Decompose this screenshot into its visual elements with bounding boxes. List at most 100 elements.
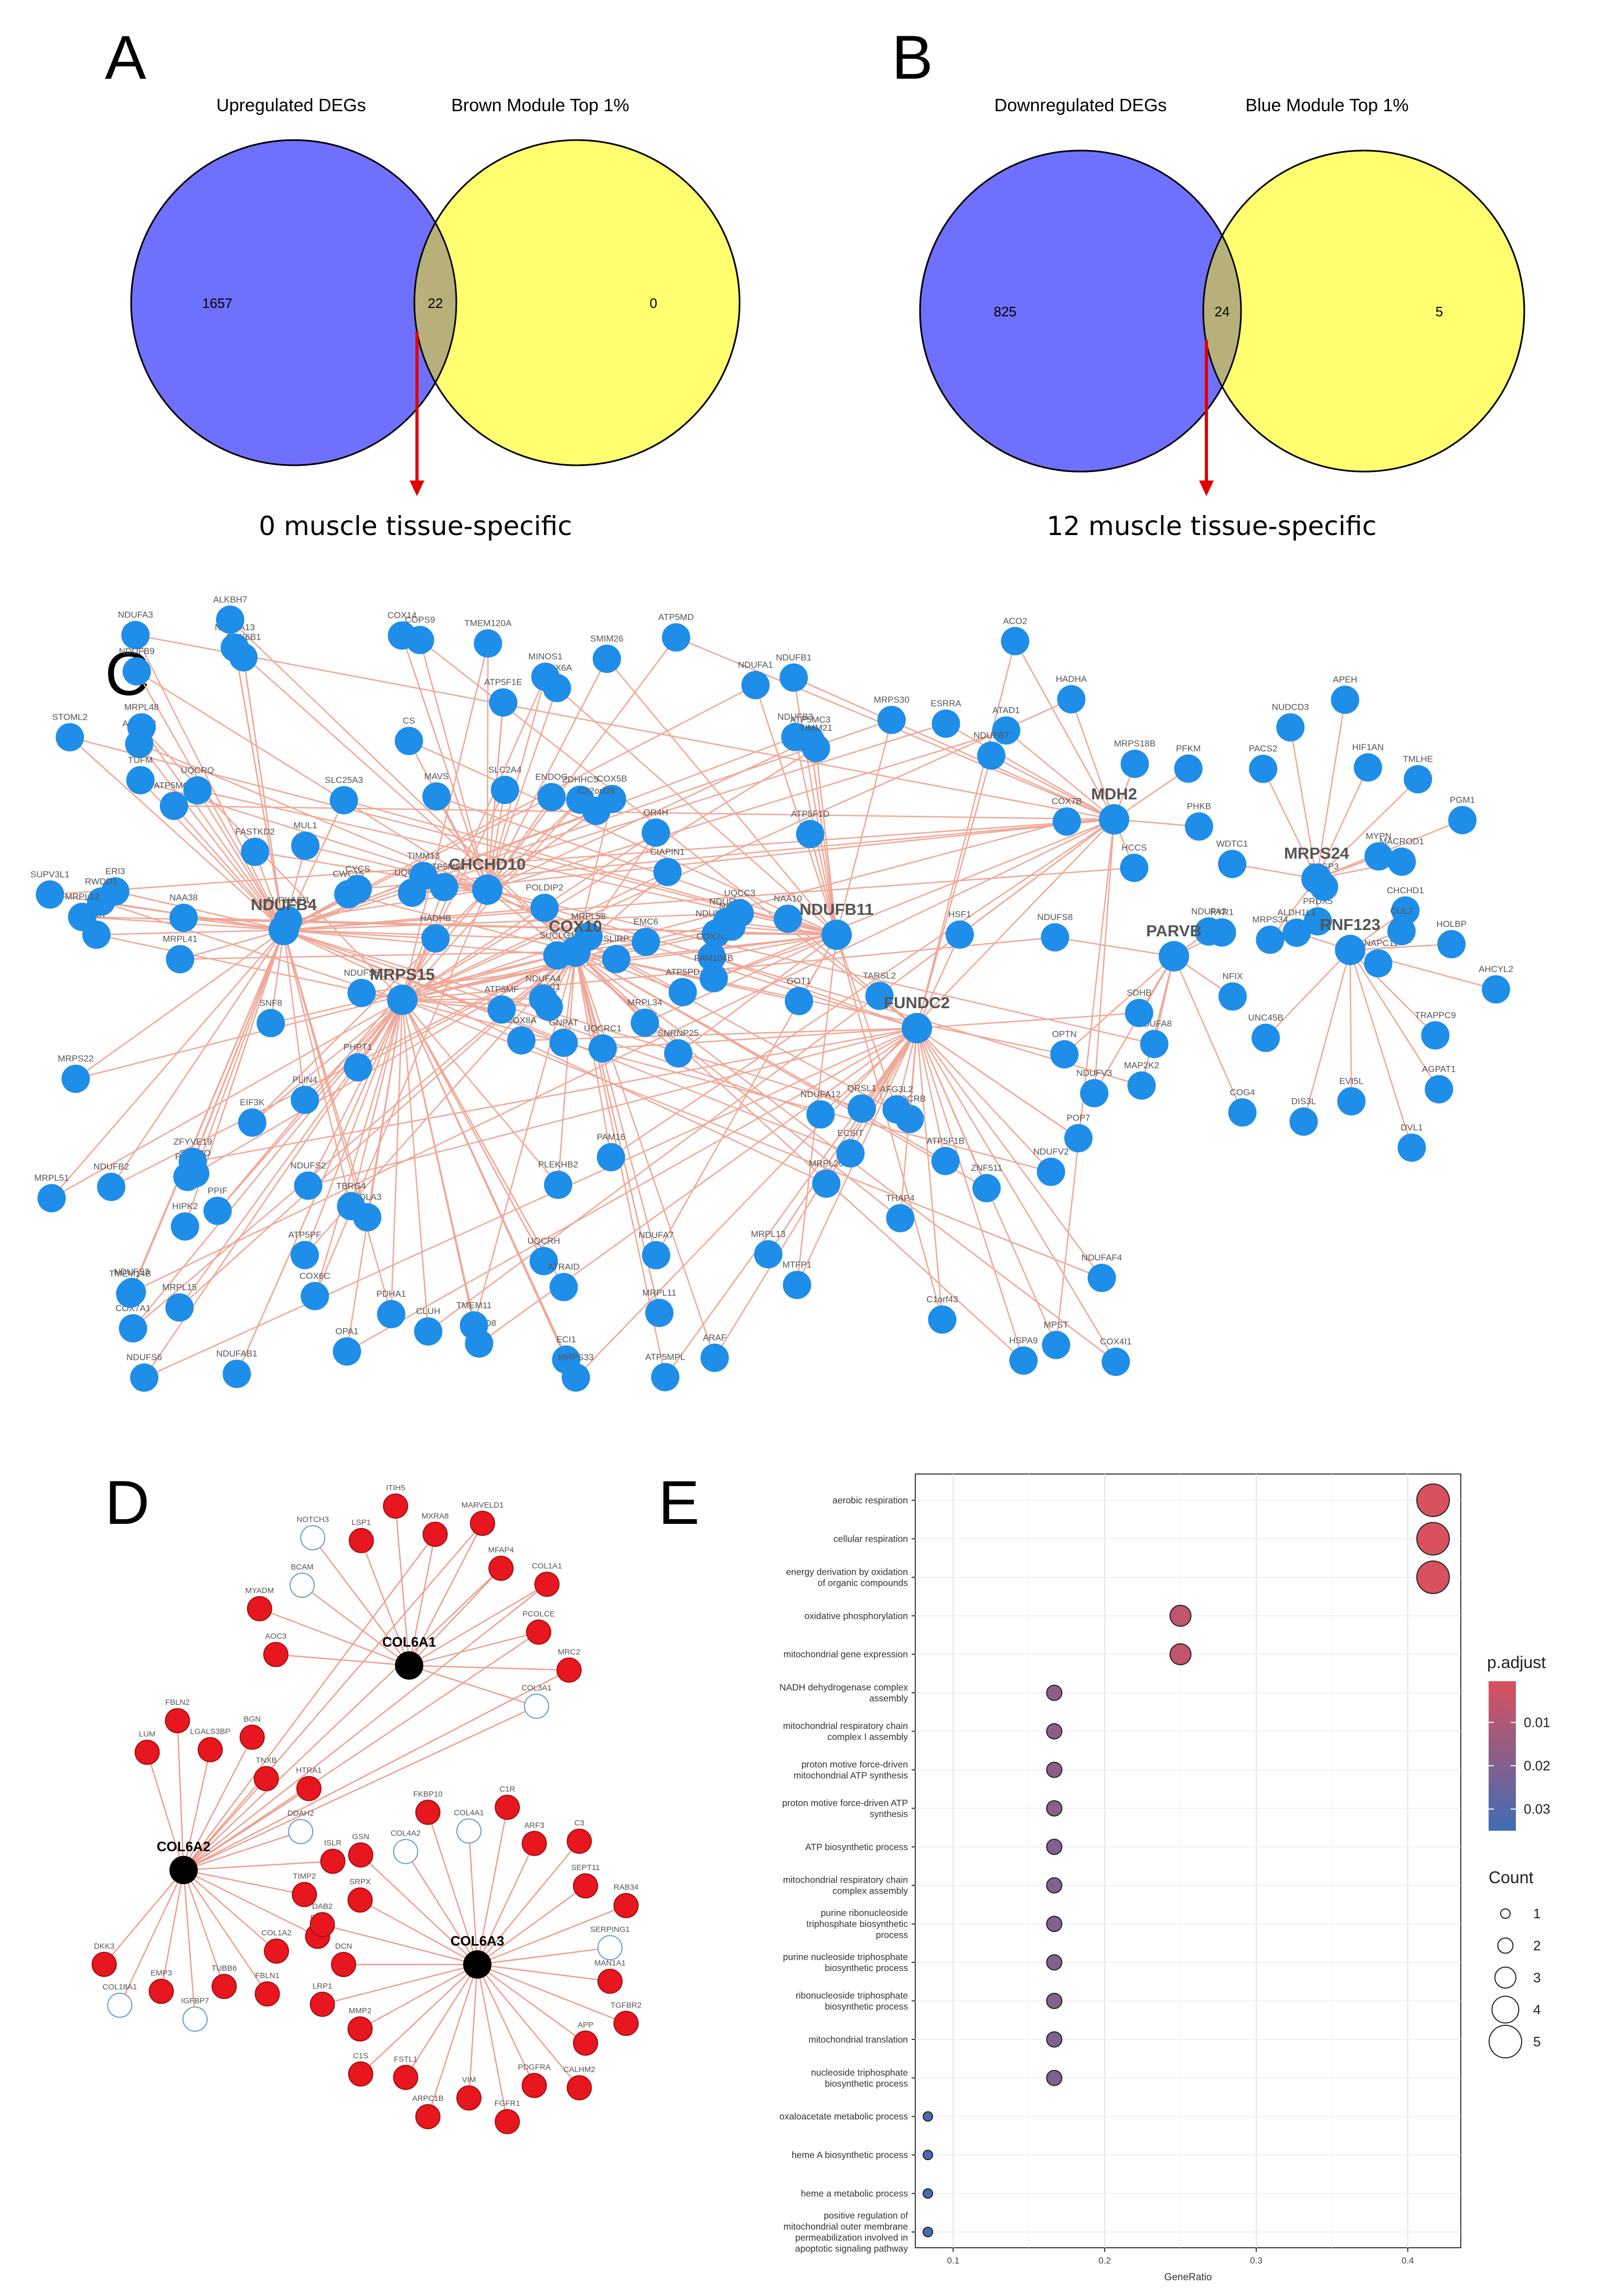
gene-label-ndufs3: NDUFS3 bbox=[114, 1267, 149, 1277]
term-label-mitochondrial-translation-line: mitochondrial translation bbox=[808, 2034, 908, 2045]
hub-label-fundc2: FUNDC2 bbox=[884, 994, 950, 1012]
gene-label-stoml2: STOML2 bbox=[52, 712, 88, 722]
collagen-gene-node-igfbp7 bbox=[182, 2006, 208, 2032]
network-edge bbox=[195, 951, 576, 1174]
network-edge bbox=[563, 951, 576, 1043]
legend-color-title: p.adjust bbox=[1487, 1653, 1546, 1672]
collagen-edge bbox=[183, 1831, 301, 1871]
venn-arrow-head bbox=[1199, 480, 1214, 496]
gene-label-plekhb2: PLEKHB2 bbox=[538, 1160, 579, 1170]
collagen-edge bbox=[359, 1963, 478, 2030]
collagen-gene-node-sept11 bbox=[573, 1873, 598, 1899]
gene-label-ndufa4: NDUFA4 bbox=[526, 974, 561, 984]
gene-label-atp5f1b: ATP5F1B bbox=[926, 1136, 964, 1146]
network-edge bbox=[616, 934, 837, 960]
gene-node-ndufb2 bbox=[97, 1172, 126, 1201]
gene-label-poldip2: POLDIP2 bbox=[526, 883, 563, 893]
gene-label-fam104b: FAM104B bbox=[694, 953, 733, 963]
collagen-edge bbox=[183, 1584, 548, 1871]
collagen-edge bbox=[405, 1964, 478, 2078]
gene-node-cops9 bbox=[405, 626, 434, 655]
network-edge bbox=[916, 1028, 1103, 1278]
network-edge bbox=[836, 720, 893, 935]
collagen-hub-node-col6a1 bbox=[395, 1651, 423, 1680]
network-edge bbox=[1262, 768, 1318, 879]
collagen-gene-node-emp3 bbox=[148, 1979, 174, 2004]
gene-node-emc6 bbox=[632, 927, 660, 956]
gene-node-minos1 bbox=[531, 663, 560, 691]
collagen-gene-node-lsp1 bbox=[348, 1528, 374, 1553]
gene-label-pop7: POP7 bbox=[1066, 1113, 1090, 1123]
collagen-gene-node-pdgfra bbox=[521, 2073, 547, 2098]
term-label-proton-motive-force-driven-mitochondrial-line: proton motive force-driven bbox=[801, 1759, 908, 1769]
gene-node-mrpl12 bbox=[68, 902, 97, 931]
gene-label-zfyve19: ZFYVE19 bbox=[174, 1137, 212, 1147]
network-edge bbox=[1303, 949, 1351, 1122]
gene-label-snrnp25: SNRNP25 bbox=[658, 1028, 699, 1038]
gene-label-tufm: TUFM bbox=[128, 755, 153, 765]
gene-node-ryr1 bbox=[1207, 918, 1236, 947]
gene-label-slirp: SLIRP bbox=[603, 934, 629, 944]
venn-right-title: Blue Module Top 1% bbox=[1245, 95, 1408, 115]
x-tick-label: 0.3 bbox=[1250, 2256, 1263, 2266]
collagen-gene-label-marveld1: MARVELD1 bbox=[462, 1501, 504, 1510]
gene-node-mrpl51 bbox=[37, 1184, 66, 1213]
network-edge bbox=[401, 999, 475, 1326]
gene-node-nudcd3 bbox=[1276, 713, 1305, 742]
gene-node-tmem120a bbox=[474, 629, 502, 658]
network-edge bbox=[138, 743, 285, 931]
network-edge bbox=[401, 643, 489, 1000]
network-edge bbox=[75, 951, 576, 1080]
gene-label-mypn: MYPN bbox=[1366, 831, 1392, 841]
network-edge bbox=[283, 930, 392, 1315]
network-edge bbox=[1173, 956, 1243, 1113]
hub-node-mdh2 bbox=[1099, 804, 1129, 835]
legend-size-label: 4 bbox=[1533, 2002, 1541, 2017]
hub-node-rnf123 bbox=[1335, 935, 1365, 965]
venn-left-circle bbox=[919, 149, 1242, 473]
gene-node-ndufab1 bbox=[222, 1360, 251, 1389]
gene-node-or4h bbox=[641, 818, 670, 847]
gene-label-fastkd2: FASTKD2 bbox=[235, 827, 275, 837]
collagen-gene-node-bgn bbox=[239, 1724, 265, 1750]
collagen-gene-label-islr: ISLR bbox=[324, 1839, 342, 1848]
gene-node-c1orf43 bbox=[928, 1305, 957, 1334]
collagen-edge bbox=[405, 1851, 478, 1965]
collagen-gene-node-col3a1 bbox=[523, 1693, 549, 1719]
collagen-gene-label-itih5: ITIH5 bbox=[386, 1483, 405, 1492]
gene-label-mavs: MAVS bbox=[424, 771, 449, 781]
gene-label-ndufb2: NDUFB2 bbox=[93, 1162, 129, 1172]
gene-node-nfix bbox=[1218, 982, 1247, 1011]
gene-node-tmem14b bbox=[116, 1279, 145, 1308]
dot-purine-ribonucleoside-triphosphate-biosy bbox=[1046, 1916, 1063, 1932]
network-edge bbox=[402, 747, 817, 1001]
x-axis-title: GeneRatio bbox=[1164, 2272, 1212, 2283]
legend-size-circle bbox=[1491, 1995, 1520, 2024]
gene-node-pdha1 bbox=[377, 1300, 405, 1329]
network-edge bbox=[242, 657, 285, 931]
network-edge bbox=[959, 818, 1115, 935]
gene-node-atraid bbox=[549, 1273, 578, 1301]
gene-label-evi5l: EVI5L bbox=[1339, 1076, 1363, 1086]
gene-node-hadha bbox=[1057, 685, 1086, 714]
gene-label-mrpl34: MRPL34 bbox=[627, 998, 662, 1008]
collagen-gene-label-myadm: MYADM bbox=[245, 1586, 274, 1595]
network-edge bbox=[487, 810, 597, 891]
network-edge bbox=[408, 740, 488, 890]
collagen-gene-label-app: APP bbox=[578, 2021, 593, 2030]
gene-label-ndufs2: NDUFS2 bbox=[291, 1160, 326, 1170]
network-edge bbox=[402, 999, 549, 1008]
network-edge bbox=[1265, 949, 1351, 1039]
collagen-gene-node-mrc2 bbox=[556, 1657, 582, 1683]
legend-size-title: Count bbox=[1489, 1868, 1534, 1887]
network-edge bbox=[1350, 943, 1452, 951]
gene-label-smim26: SMIM26 bbox=[590, 634, 623, 644]
gene-label-cox5b: COX5B bbox=[597, 774, 627, 784]
gene-label-mpst: MPST bbox=[1044, 1320, 1068, 1330]
network-edge bbox=[234, 647, 576, 952]
gene-node-pam16 bbox=[596, 1143, 625, 1172]
x-tick-label: 0.1 bbox=[947, 2256, 959, 2266]
gene-label-ndufb7: NDUFB7 bbox=[974, 730, 1009, 740]
network-edge bbox=[194, 930, 285, 1174]
gene-label-mrpl41: MRPL41 bbox=[163, 934, 197, 944]
